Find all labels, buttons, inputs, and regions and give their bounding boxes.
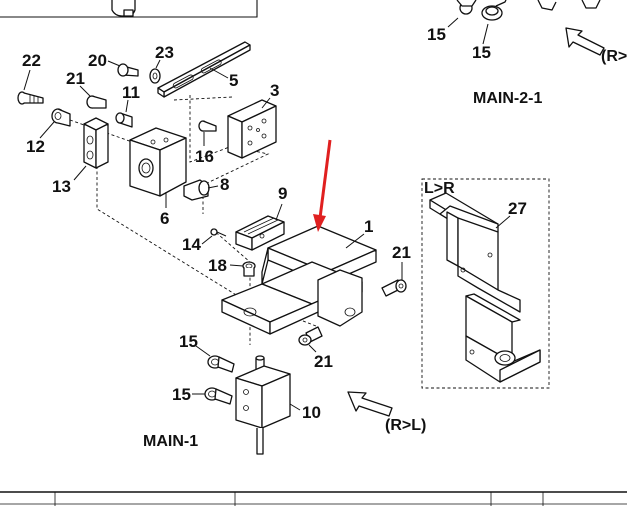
part-number-15: 15 <box>179 332 198 351</box>
screw-21-lower <box>298 326 323 346</box>
main-2-1-fittings <box>456 0 601 21</box>
screw-18 <box>242 261 256 277</box>
part-number-27: 27 <box>508 199 527 218</box>
part-number-3: 3 <box>270 81 279 100</box>
part-5-slotted-bar <box>157 41 251 98</box>
direction-arrow-top <box>565 27 605 56</box>
part-number-22: 22 <box>22 51 41 70</box>
part-number-23: 23 <box>155 43 174 62</box>
screw-16 <box>198 120 217 132</box>
part-10-cylinder <box>235 355 291 455</box>
part-number-8: 8 <box>220 175 229 194</box>
inset-l-to-r <box>421 178 550 389</box>
main-2-1-label: MAIN-2-1 <box>473 90 542 107</box>
part-3-plate <box>227 99 277 159</box>
part-number-9: 9 <box>278 184 287 203</box>
part-number-20: 20 <box>88 51 107 70</box>
part-number-18: 18 <box>208 256 227 275</box>
part-number-5: 5 <box>229 71 238 90</box>
red-pointer-arrow <box>313 139 332 232</box>
screw-21-right <box>381 279 407 297</box>
direction-main-label: (R>L) <box>385 417 426 434</box>
part-number-21: 21 <box>66 69 85 88</box>
part-number-15: 15 <box>472 43 491 62</box>
screw-21-upper <box>86 95 107 109</box>
part-13-block <box>83 117 109 169</box>
parts-table-edge <box>0 491 627 506</box>
direction-arrow-main <box>347 391 393 417</box>
inset-label: L>R <box>424 180 455 197</box>
part-number-14: 14 <box>182 235 201 254</box>
screw-14 <box>210 228 227 237</box>
pin-11 <box>115 112 133 128</box>
fitting-15-upper <box>207 355 235 373</box>
previous-view-box <box>0 0 258 18</box>
part-number-13: 13 <box>52 177 71 196</box>
fitting-15-lower <box>204 387 233 405</box>
part-number-6: 6 <box>160 209 169 228</box>
part-number-21: 21 <box>392 243 411 262</box>
screw-20-washer-23 <box>117 63 161 84</box>
part-number-16: 16 <box>195 147 214 166</box>
part-number-12: 12 <box>26 137 45 156</box>
nut-12 <box>51 108 71 127</box>
part-number-1: 1 <box>364 217 373 236</box>
part-9-guide <box>235 215 285 251</box>
direction-top-label: (R> <box>601 48 627 65</box>
bushing-8 <box>183 179 210 201</box>
main-1-label: MAIN-1 <box>143 433 198 450</box>
part-number-11: 11 <box>122 83 140 102</box>
screw-22 <box>17 91 44 105</box>
part-6-block <box>129 127 187 197</box>
part-number-21: 21 <box>314 352 333 371</box>
part-1-bracket <box>221 225 377 335</box>
part-number-10: 10 <box>302 403 321 422</box>
part-number-15: 15 <box>427 25 446 44</box>
part-number-15: 15 <box>172 385 191 404</box>
